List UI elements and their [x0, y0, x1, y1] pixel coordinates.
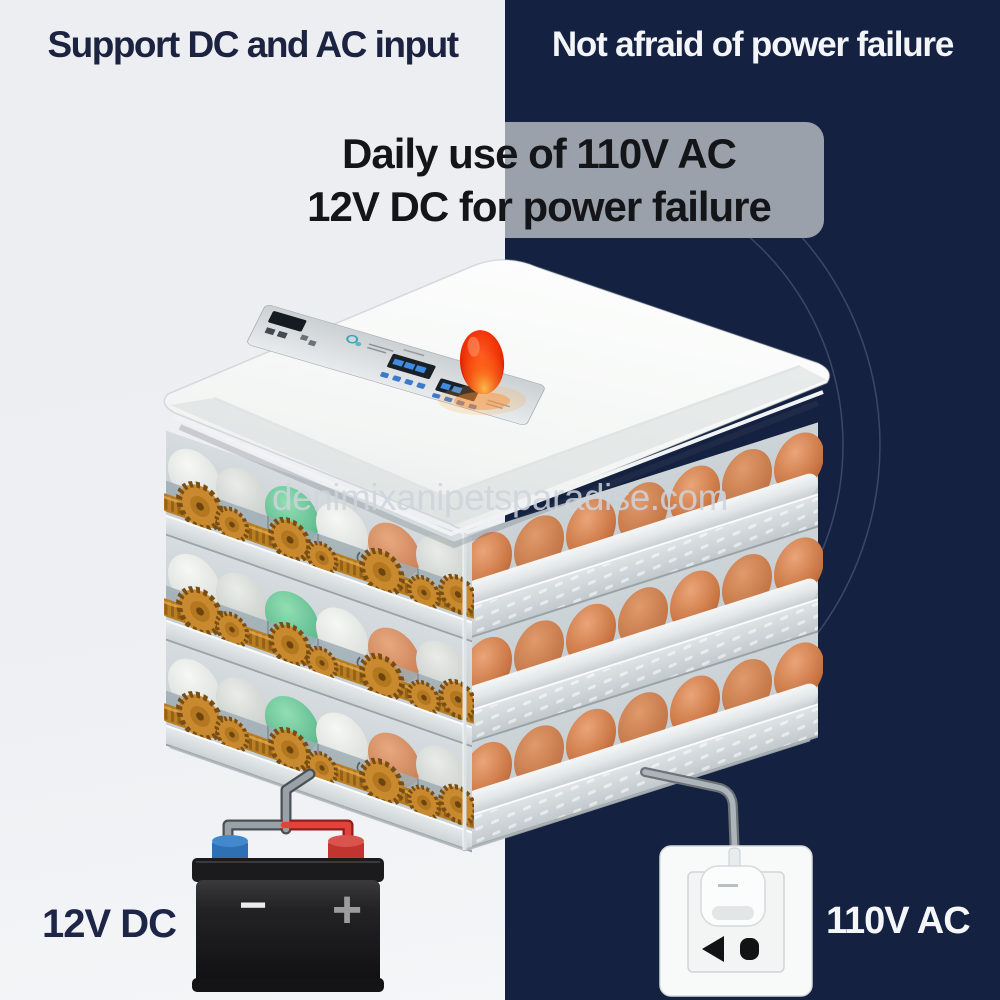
- brand-logo-mark: [346, 334, 359, 344]
- usage-banner: Daily use of 110V AC 12V DC for power fa…: [254, 122, 824, 238]
- dc-voltage-label: 12V DC: [42, 902, 177, 946]
- banner-line-2: 12V DC for power failure: [307, 183, 772, 230]
- headline-dc-ac-input: Support DC and AC input: [47, 24, 459, 65]
- control-panel: [247, 305, 545, 425]
- watermark: denimixanipetsparadise.com: [272, 477, 728, 518]
- battery-icon: − +: [192, 835, 384, 992]
- incubator-lid: [163, 259, 831, 549]
- panel-buttons: [380, 371, 477, 410]
- outlet-slots: [702, 936, 759, 962]
- battery-plus-label: +: [332, 881, 362, 939]
- panel-display-window: [268, 311, 307, 332]
- banner-line-1: Daily use of 110V AC: [342, 130, 737, 177]
- indicator-egg-lamp: [438, 330, 526, 415]
- wall-outlet-icon: [659, 845, 813, 997]
- ac-voltage-label: 110V AC: [826, 900, 971, 942]
- incubator-body: [158, 419, 823, 855]
- power-plug: [700, 847, 766, 927]
- ac-cable: [640, 767, 740, 863]
- banner-background: [254, 122, 824, 238]
- battery-minus-label: −: [239, 879, 267, 932]
- headline-power-failure: Not afraid of power failure: [551, 25, 954, 64]
